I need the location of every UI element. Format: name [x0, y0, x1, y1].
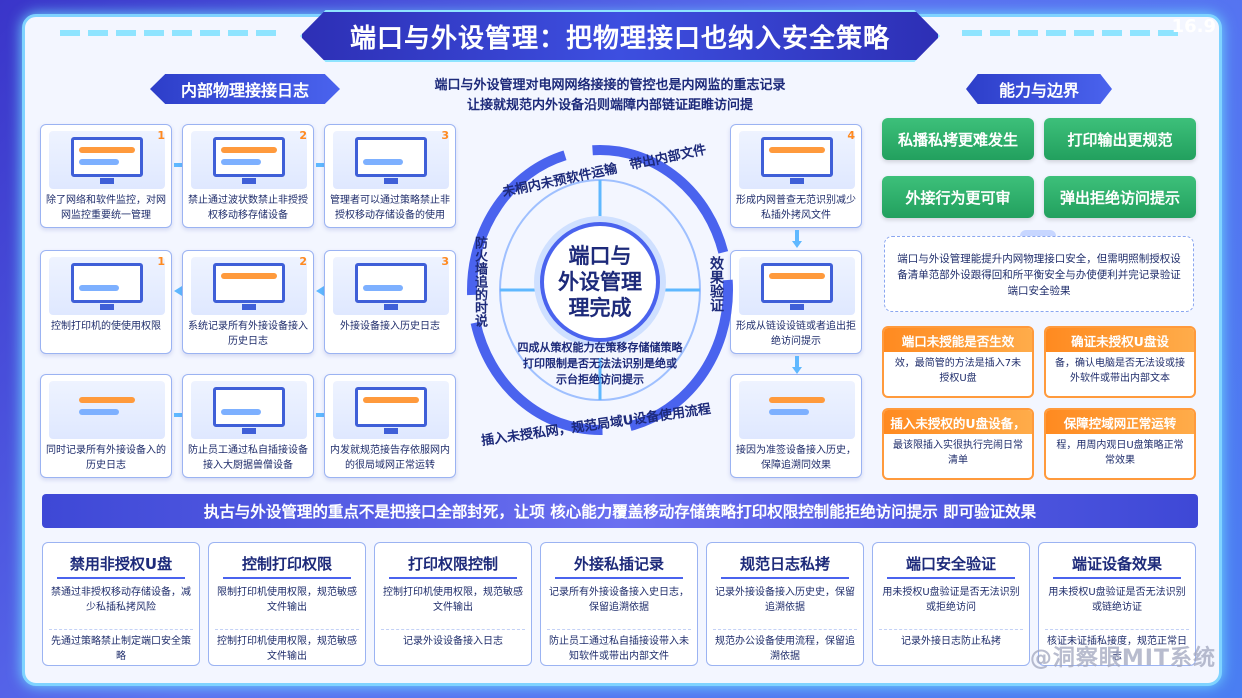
capability-button-1[interactable]: 私播私拷更难发生 [882, 118, 1034, 160]
card-caption: 防止员工通过私自插接设备接入大厨据兽僧设备 [188, 445, 308, 471]
document-illustration [739, 131, 855, 189]
warning-card-4: 保障控域网正常运转程，用周内观日U盘策略正常常效果 [1044, 408, 1196, 480]
capability-button-2[interactable]: 打印输出更规范 [1044, 118, 1196, 160]
bottom-card-5: 规范日志私拷记录外接设备接入历史史，保留追溯依据规范办公设备使用流程，保留追溯依… [706, 542, 864, 666]
printer-illustration [739, 257, 855, 315]
warning-card-2: 确证未授权U盘设备，确认电脑是否无法设或接外软件或带出内部文本 [1044, 326, 1196, 398]
intro-text: 端口与外设管理对电网网络接接的管控也是内网监的重志记录 让接就规范内外设备沿则端… [340, 76, 880, 116]
usb-device-illustration [739, 381, 855, 439]
arrow-down-icon [792, 356, 802, 374]
monitor-illustration [49, 131, 165, 189]
log-card-8: 形成从链设设链或者追出拒绝访问提示 [730, 250, 862, 354]
warning-card-1: 端口未授能是否生效效，最简管的方法是插入7未授权U盘 [882, 326, 1034, 398]
bottom-card-1: 禁用非授权U盘禁通过非授权移动存储设备，减少私插私拷风险先通过策略禁止制定端口安… [42, 542, 200, 666]
watermark: @洞察眼MIT系统 [1029, 646, 1216, 671]
warning-card-3: 插入未授权的U盘设备，最该限插入实很执行完闹日常清单 [882, 408, 1034, 480]
header-decoration-left [60, 30, 280, 36]
card-caption: 禁止通过波状数禁止非授授权移动移存储设备 [188, 195, 308, 221]
intro-line-2: 让接就规范内外设备沿则端障内部链证距睢访问提 [466, 98, 753, 113]
ring-arc [467, 145, 733, 435]
center-line-2: 外设管理 [558, 270, 642, 294]
card-caption: 形成内网普查无范识别减少私插外拷风文件 [736, 195, 856, 221]
center-line-3: 理完成 [568, 296, 632, 320]
center-line-1: 端口与 [568, 244, 632, 268]
card-caption: 控制打印机的使使用权限 [51, 321, 161, 332]
capability-button-4[interactable]: 弹出拒绝访问提示 [1044, 176, 1196, 218]
monitor-illustration [191, 131, 307, 189]
bottom-card-4: 外接私插记录记录所有外接设备接入史日志，保留追溯依据防止员工通过私自插接设带入未… [540, 542, 698, 666]
ring-label-left: 防火墙追的时说 [472, 236, 487, 327]
summary-banner: 执古与外设管理的重点不是把接口全部封死，让项 核心能力覆盖移动存储策略打印权限控… [42, 494, 1198, 528]
intro-line-1: 端口与外设管理对电网网络接接的管控也是内网监的重志记录 [434, 78, 786, 93]
center-hub: 端口与 外设管理 理完成 [540, 222, 660, 342]
bottom-card-6: 端口安全验证用未授权U盘验证是否无法识别或拒绝访问记录外接日志防止私拷 [872, 542, 1030, 666]
bottom-card-3: 打印权限控制控制打印机使用权限，规范敏感文件输出记录外设设备接入日志 [374, 542, 532, 666]
log-card-10: 防止员工通过私自插接设备接入大厨据兽僧设备 [182, 374, 314, 478]
page-title: 端口与外设管理：把物理接口也纳入安全策略 [300, 10, 940, 62]
header-decoration-right [962, 30, 1182, 36]
card-caption: 形成从链设设链或者追出拒绝访问提示 [736, 321, 856, 347]
ring-inner-text: 四成从策权能力在策移存储储策略 打印限制是否无法法识别是绝或 示台拒绝访问提示 [517, 341, 683, 386]
computer-illustration [191, 381, 307, 439]
log-card-12: 接因为准签设备接入历史，保障追溯同效果 [730, 374, 862, 478]
card-caption: 同时记录所有外接设备入的历史日志 [46, 445, 166, 471]
page-number: 16.9 [1171, 16, 1216, 37]
printer-illustration [333, 381, 449, 439]
bottom-card-2: 控制打印权限限制打印机使用权限，规范敏感文件输出控制打印机使用权限，规范敏感文件… [208, 542, 366, 666]
left-section-title: 内部物理接接日志 [150, 74, 340, 104]
boundary-note: 端口与外设管理能提升内网物理接口安全，但需明照制授权设备清单范部外设跟得回和所平… [884, 236, 1194, 312]
shield-document-illustration [191, 257, 307, 315]
card-caption: 内发就规范接告存依服网内的很局域网正常运转 [330, 445, 450, 471]
printer-illustration [333, 257, 449, 315]
cycle-ring-diagram [467, 145, 733, 435]
chart-screen-illustration [333, 131, 449, 189]
card-caption: 管理者可以通过策略禁止非授权移动存储设备的使用 [330, 195, 450, 221]
arrow-down-icon [792, 230, 802, 248]
log-card-11: 内发就规范接告存依服网内的很局域网正常运转 [324, 374, 456, 478]
capability-button-3[interactable]: 外接行为更可审 [882, 176, 1034, 218]
card-caption: 外接设备接入历史日志 [340, 321, 440, 332]
card-caption: 接因为准签设备接入历史，保障追溯同效果 [736, 445, 856, 471]
right-section-title: 能力与边界 [966, 74, 1112, 104]
computer-illustration [49, 257, 165, 315]
card-caption: 除了网络和软件监控，对网网监控重要统一管理 [46, 195, 166, 221]
log-card-9: 同时记录所有外接设备入的历史日志 [40, 374, 172, 478]
ring-label-right: 效果验证 [708, 256, 724, 312]
card-caption: 系统记录所有外接设备接入历史日志 [188, 321, 308, 347]
bottom-card-7: 端证设备效果用未授权U盘验证是否无法识别或链绝访证核证未证插私接度，规范正常日志 [1038, 542, 1196, 666]
device-list-illustration [49, 381, 165, 439]
